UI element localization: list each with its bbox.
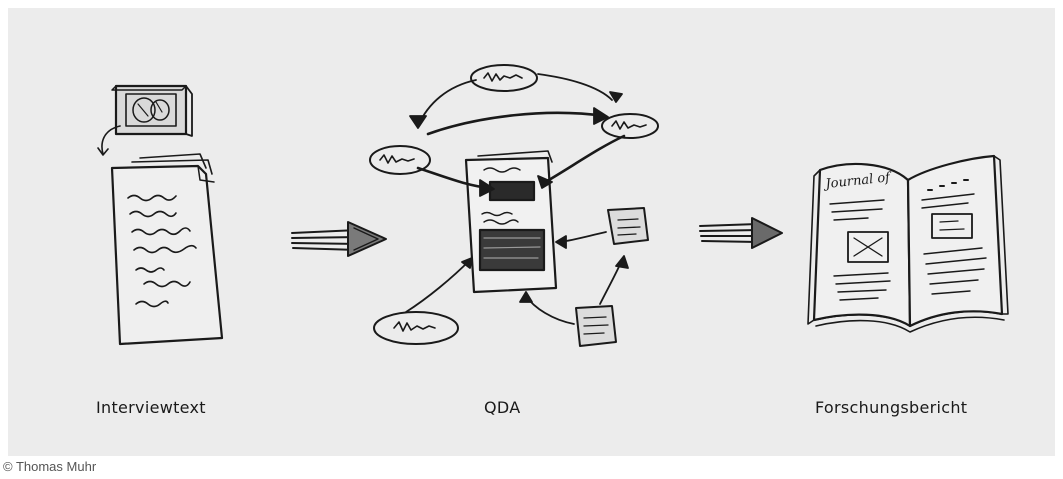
image-credit: © Thomas Muhr [3,459,97,474]
code-bubble-bottom-icon [373,311,459,345]
journal-book-icon: Journal of [807,154,1009,333]
code-bubble-right-icon [601,113,659,139]
transcript-document-icon [110,153,224,346]
qda-document-icon [464,150,558,294]
cassette-tape-icon [111,84,193,137]
label-forschungsbericht: Forschungsbericht [815,398,968,417]
code-bubble-top-icon [470,64,538,92]
code-bubble-left-icon [369,145,431,175]
label-qda: QDA [484,398,521,417]
diagram-panel: Journal of Interviewtext QDA Forschungsb… [8,8,1055,456]
tape-to-transcript-arrow-icon [97,125,121,156]
memo-note-icon [607,207,649,245]
sketch-illustration: Journal of [97,64,1009,347]
qda-link-arrows-icon [405,73,629,325]
book-title: Journal of [822,170,893,192]
label-interviewtext: Interviewtext [96,398,206,417]
memo-note-bottom-icon [575,305,617,347]
arrow-to-qda-icon [291,221,387,257]
arrow-to-report-icon [699,217,783,249]
